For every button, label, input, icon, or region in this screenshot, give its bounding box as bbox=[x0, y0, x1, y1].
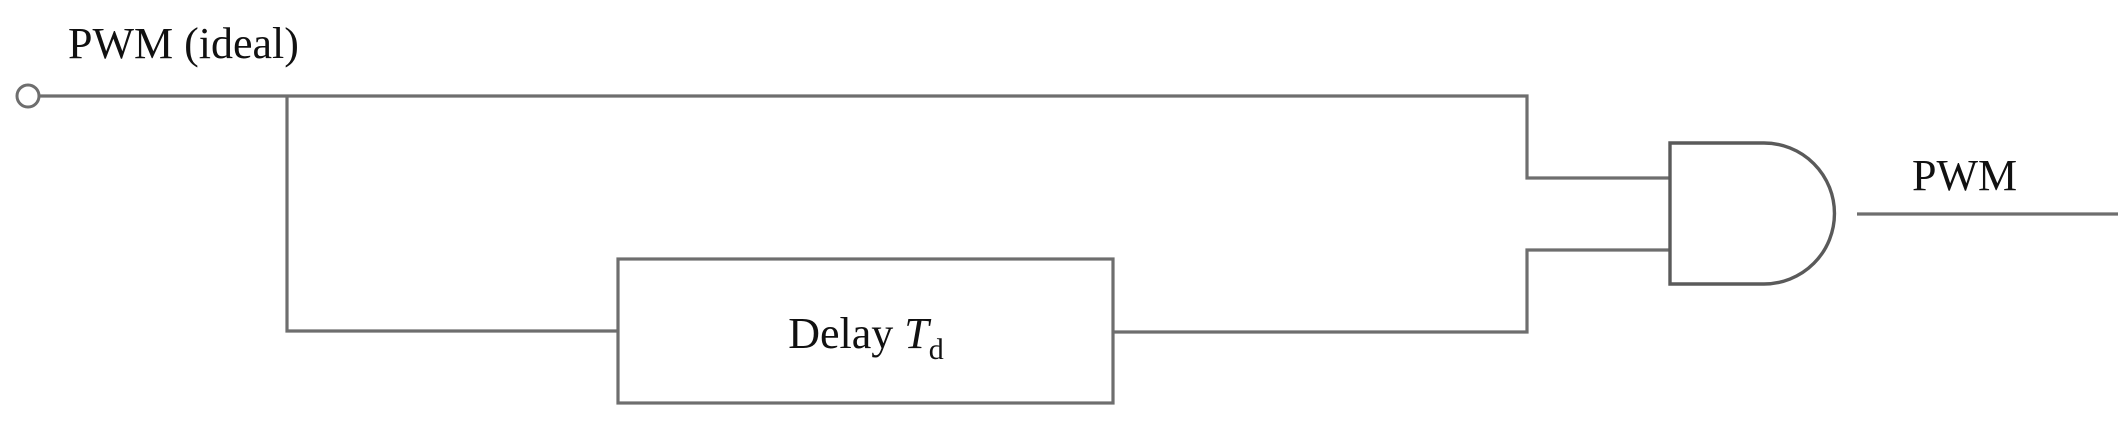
delay-block-rect bbox=[616, 257, 1115, 405]
delay-label-prefix: Delay bbox=[788, 309, 904, 358]
delay-label-symbol: T bbox=[904, 309, 932, 358]
wire-delay-output-to-and-lower bbox=[1113, 248, 1670, 334]
output-signal-label: PWM bbox=[1912, 151, 2017, 200]
and-gate-shape bbox=[1668, 141, 1837, 286]
input-terminal-circle-icon bbox=[15, 83, 41, 109]
delay-block-label: Delay Td bbox=[788, 309, 944, 366]
input-signal-label: PWM (ideal) bbox=[68, 19, 299, 68]
delay-label-subscript: d bbox=[929, 333, 944, 366]
wire-branch-to-delay-input bbox=[285, 96, 618, 333]
wire-input-to-and-upper bbox=[39, 94, 1670, 180]
